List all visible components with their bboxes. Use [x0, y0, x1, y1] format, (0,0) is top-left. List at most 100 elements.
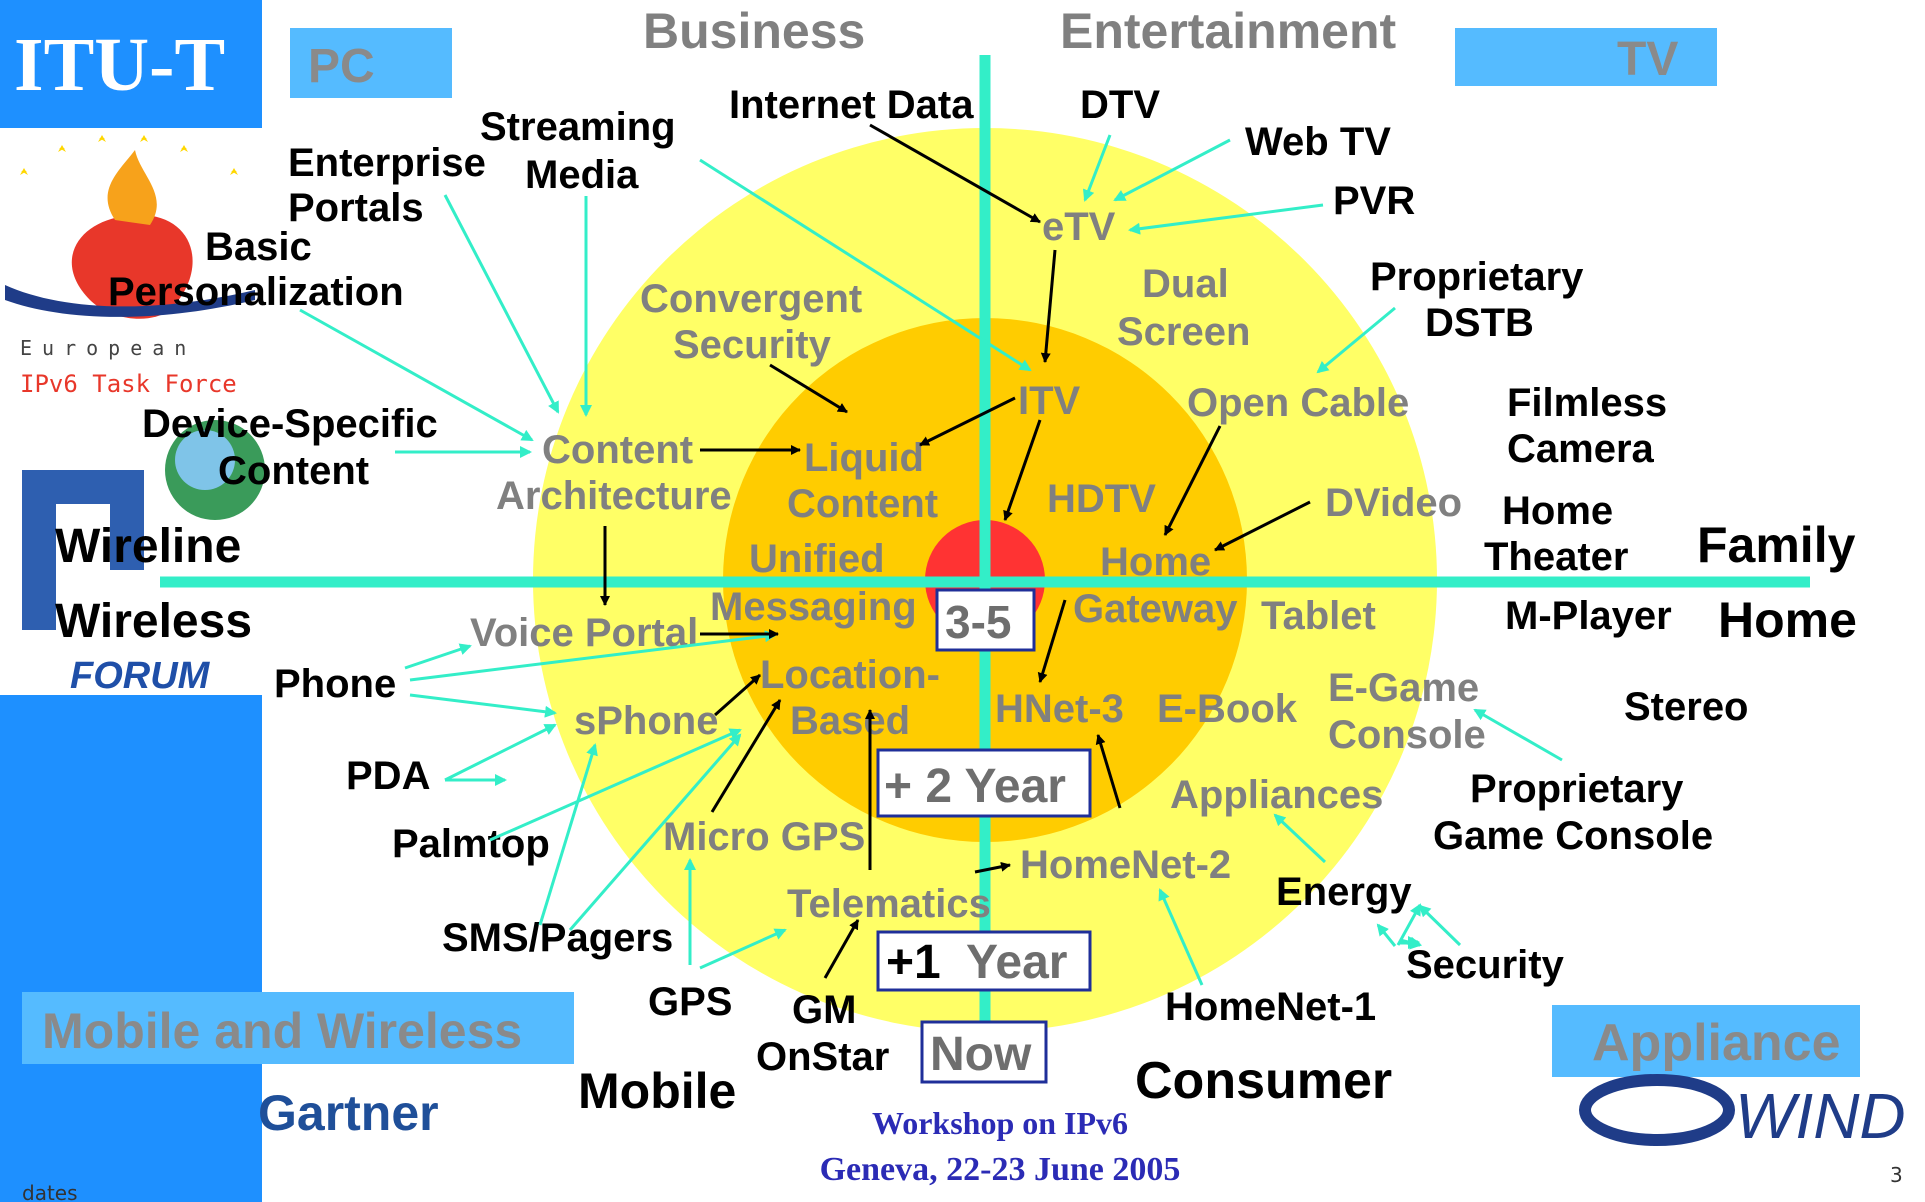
driver-palmtop: Palmtop: [392, 822, 550, 866]
tech-liquid-1: Liquid: [804, 436, 924, 480]
quadrant-label-mobile: Mobile and Wireless: [42, 1003, 522, 1059]
driver-filmless-1: Filmless: [1507, 381, 1667, 425]
driver-security: Security: [1406, 943, 1565, 987]
tech-location-2: Based: [790, 699, 910, 743]
driver-gm-onstar-2: OnStar: [756, 1035, 889, 1079]
axis-label-wireless: Wireless: [55, 595, 252, 648]
driver-web-tv: Web TV: [1245, 120, 1391, 164]
tech-etv: eTV: [1042, 205, 1116, 249]
driver-m-player: M-Player: [1505, 594, 1672, 638]
horizon-label-1-year-a: +1: [886, 936, 941, 989]
driver-gps: GPS: [648, 980, 732, 1024]
tech-hdtv: HDTV: [1047, 477, 1156, 521]
quadrant-box-pc: [290, 28, 452, 98]
axis-label-business: Business: [643, 3, 865, 59]
driver-proprietary-game-2: Game Console: [1433, 814, 1713, 858]
tech-dual-screen-1: Dual: [1142, 262, 1229, 306]
horizon-box-now: [920, 1020, 1048, 1084]
footer-line2: Geneva, 22-23 June 2005: [820, 1151, 1181, 1188]
european-ipv6-task-force-logo: European IPv6 Task Force: [5, 135, 255, 398]
tech-unified-2: Messaging: [710, 585, 917, 629]
quadrant-label-appliance: Appliance: [1592, 1014, 1841, 1072]
driver-streaming-1: Streaming: [480, 105, 676, 149]
axis-label-consumer: Consumer: [1135, 1052, 1392, 1110]
tech-content-arch-2: Architecture: [496, 474, 732, 518]
axis-label-family: Family: [1697, 517, 1856, 573]
tech-home-gateway-1: Home: [1100, 540, 1211, 584]
tech-telematics: Telematics: [787, 882, 991, 926]
tech-homenet2: HomeNet-2: [1020, 843, 1231, 887]
axis-label-home: Home: [1718, 592, 1857, 648]
black-arrows: [600, 123, 1311, 979]
driver-internet-data: Internet Data: [729, 83, 974, 127]
driver-pvr: PVR: [1333, 179, 1415, 223]
axis-label-wireline: Wireline: [55, 520, 241, 573]
tech-content-arch-1: Content: [542, 428, 693, 472]
horizon-label-2-year: + 2 Year: [884, 760, 1066, 813]
quadrant-box-tv: [1455, 28, 1717, 86]
tech-liquid-2: Content: [787, 482, 938, 526]
driver-enterprise-2: Portals: [288, 186, 424, 230]
tech-convergent-1: Convergent: [640, 277, 862, 321]
horizon-label-3-5: 3-5: [945, 596, 1011, 648]
horizon-label-now: Now: [930, 1028, 1032, 1081]
footer-left: dates: [22, 1181, 78, 1202]
tech-dual-screen-2: Screen: [1117, 310, 1250, 354]
driver-sms-pagers: SMS/Pagers: [442, 916, 673, 960]
quadrant-label-tv: TV: [1617, 33, 1678, 86]
tech-convergent-2: Security: [673, 323, 832, 367]
quadrant-label-pc: PC: [308, 40, 375, 93]
driver-proprietary-dstb-2: DSTB: [1425, 301, 1534, 345]
page-number: 3: [1890, 1163, 1903, 1187]
tech-appliances: Appliances: [1170, 773, 1383, 817]
driver-home-theater-1: Home: [1502, 489, 1613, 533]
driver-phone: Phone: [274, 662, 396, 706]
cyan-arrows-extra: [1376, 903, 1462, 947]
itu-label: ITU-T: [14, 23, 225, 107]
driver-enterprise-1: Enterprise: [288, 141, 486, 185]
footer-line1: Workshop on IPv6: [872, 1105, 1128, 1141]
driver-device-specific-1: Device-Specific: [142, 402, 438, 446]
tech-sphone: sPhone: [574, 699, 718, 743]
driver-basic-2: Personalization: [108, 270, 404, 314]
quadrant-box-appliance: [1552, 1005, 1860, 1077]
gartner-logo: Gartner: [258, 1085, 439, 1141]
driver-energy: Energy: [1276, 870, 1412, 914]
tech-egame-1: E-Game: [1328, 666, 1479, 710]
driver-device-specific-2: Content: [218, 449, 369, 493]
axis-label-mobile: Mobile: [578, 1063, 736, 1119]
tech-unified-1: Unified: [749, 537, 885, 581]
driver-proprietary-game-1: Proprietary: [1470, 767, 1684, 811]
horizon-box-2-year: [876, 748, 1092, 818]
tech-egame-2: Console: [1328, 713, 1486, 757]
tech-micro-gps: Micro GPS: [663, 815, 865, 859]
driver-home-theater-2: Theater: [1484, 535, 1629, 579]
wind-logo-text: WIND: [1735, 1080, 1906, 1152]
task-force-line2: IPv6 Task Force: [20, 370, 237, 398]
horizon-label-1-year-b: Year: [966, 936, 1067, 989]
driver-homenet1: HomeNet-1: [1165, 985, 1376, 1029]
tech-itv: ITV: [1018, 379, 1081, 423]
driver-filmless-2: Camera: [1507, 427, 1655, 471]
quadrant-box-mobile: [22, 992, 574, 1064]
driver-proprietary-dstb-1: Proprietary: [1370, 255, 1584, 299]
sidebar-bottom: [0, 695, 262, 1202]
horizon-box-1-year: [876, 930, 1092, 992]
tech-home-gateway-2: Gateway: [1073, 587, 1238, 631]
driver-pda: PDA: [346, 754, 430, 798]
tech-location-1: Location-: [760, 653, 940, 697]
cyan-arrows: [299, 134, 1563, 986]
driver-stereo: Stereo: [1624, 685, 1749, 729]
tech-tablet: Tablet: [1261, 594, 1376, 638]
itu-banner: [0, 0, 262, 128]
tech-dvideo: DVideo: [1325, 481, 1462, 525]
driver-basic-1: Basic: [205, 225, 312, 269]
ipv6-forum-logo: FORUM: [0, 415, 265, 697]
forum-logo-text: FORUM: [70, 655, 211, 697]
tech-hnet3: HNet-3: [995, 687, 1124, 731]
horizon-box-3-5: [935, 588, 1036, 652]
task-force-line1: European: [20, 336, 196, 360]
driver-streaming-2: Media: [525, 153, 639, 197]
